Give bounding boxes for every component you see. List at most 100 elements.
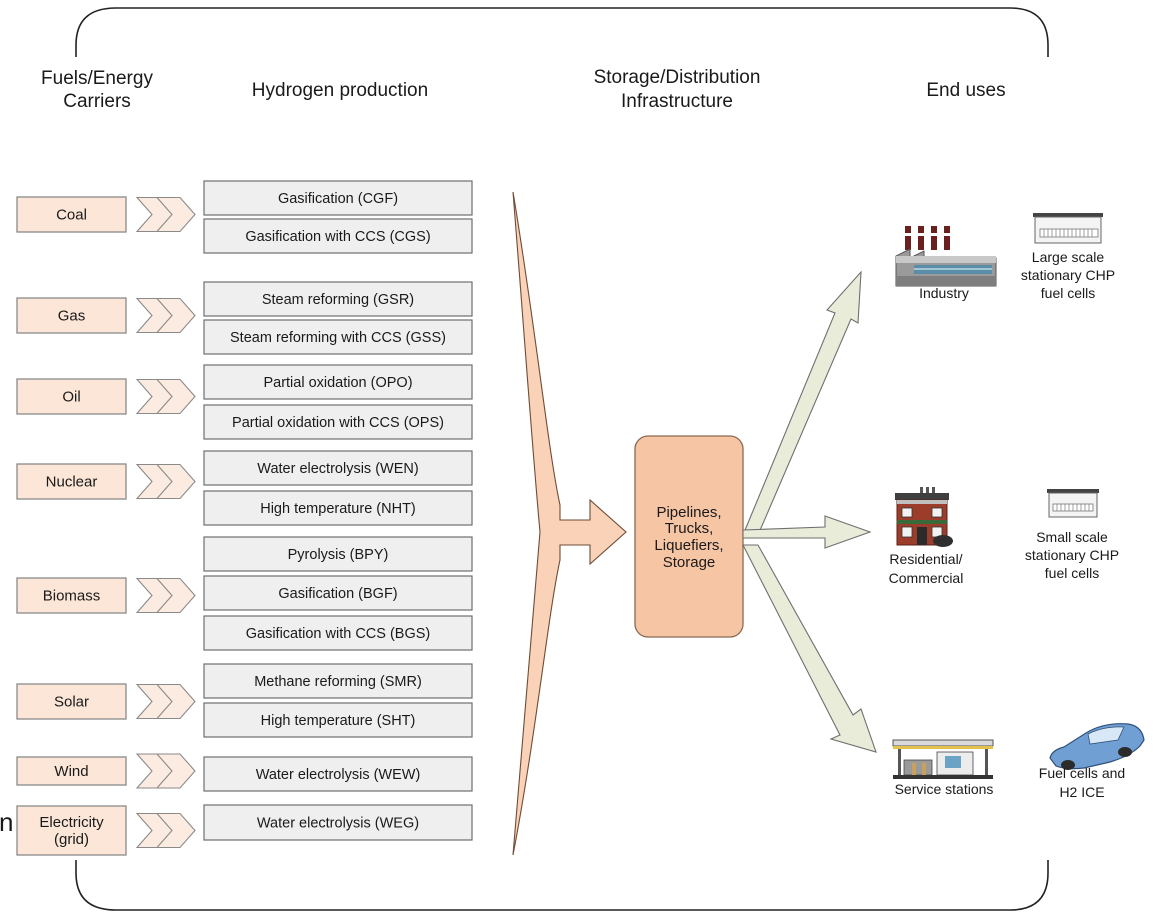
converging-funnel-arrow	[512, 191, 627, 856]
process-label: Water electrolysis (WEW)	[256, 767, 421, 783]
service-stations-label: Service stations	[895, 781, 994, 797]
storage-line-2: Trucks,	[665, 520, 714, 537]
fuel-box	[16, 378, 127, 415]
header-end-uses: End uses	[926, 80, 1005, 101]
process-label: Gasification with CCS (CGS)	[245, 229, 430, 245]
fuel-box	[16, 463, 127, 500]
double-chevron-arrow-icon	[135, 196, 196, 233]
double-chevron-arrow-icon	[135, 753, 196, 789]
fuel-cells-ice-line-1: Fuel cells and	[1039, 765, 1125, 781]
process-box	[203, 804, 473, 841]
double-chevron-arrow-icon	[135, 463, 196, 500]
small-scale-line-2: stationary CHP	[1025, 547, 1119, 563]
residential-line-2: Commercial	[889, 570, 964, 586]
small-scale-line-3: fuel cells	[1045, 565, 1099, 581]
residential-line-1: Residential/	[889, 551, 962, 567]
small-scale-line-1: Small scale	[1036, 529, 1108, 545]
process-label: High temperature (NHT)	[260, 501, 416, 517]
house-icon	[895, 487, 953, 547]
process-box	[203, 702, 473, 738]
header-fuels: Fuels/Energy Carriers	[41, 68, 153, 112]
process-box	[203, 281, 473, 317]
fuel-cell-unit-icon	[1047, 489, 1099, 518]
industry-label: Industry	[919, 285, 969, 301]
process-box	[203, 615, 473, 651]
header-storage-line-1: Storage/Distribution	[594, 67, 761, 88]
fuel-box	[16, 297, 127, 334]
double-chevron-arrow-icon	[135, 683, 196, 720]
header-fuels-line-1: Fuels/Energy	[41, 68, 153, 89]
storage-text: Pipelines, Trucks, Liquefiers, Storage	[654, 504, 723, 571]
edge-artifact-text: n	[0, 807, 13, 837]
process-label: Steam reforming (GSR)	[262, 292, 414, 308]
fuel-label: Coal	[56, 207, 87, 224]
fuel-cell-unit-icon	[1033, 213, 1103, 244]
large-scale-line-3: fuel cells	[1041, 285, 1095, 301]
header-production: Hydrogen production	[252, 80, 428, 101]
process-label: Gasification with CCS (BGS)	[246, 626, 431, 642]
factory-icon	[895, 226, 997, 287]
process-box	[203, 180, 473, 216]
small-scale-label: Small scale stationary CHP fuel cells	[1025, 529, 1119, 581]
fuel-row: Electricity(grid) Water electrolysis (WEG…	[16, 804, 473, 856]
process-label: Water electrolysis (WEG)	[257, 816, 419, 832]
fuel-row: Solar Methane reforming (SMR) High tempera…	[16, 663, 473, 738]
large-scale-line-2: stationary CHP	[1021, 267, 1115, 283]
process-box	[203, 319, 473, 355]
process-box	[203, 536, 473, 572]
fuel-label: Solar	[54, 694, 89, 711]
process-label: Partial oxidation with CCS (OPS)	[232, 415, 444, 431]
distribution-arrows	[742, 270, 877, 753]
double-chevron-arrow-icon	[135, 378, 196, 415]
frame	[75, 7, 1049, 911]
header-fuels-line-2: Carriers	[63, 91, 131, 112]
storage-line-1: Pipelines,	[656, 504, 721, 521]
process-label: Partial oxidation (OPO)	[263, 375, 412, 391]
fuel-label: Wind	[54, 763, 88, 780]
fuel-label: Nuclear	[46, 474, 98, 491]
large-scale-line-1: Large scale	[1032, 249, 1105, 265]
gas-station-icon	[892, 739, 994, 779]
fuel-row: Wind Water electrolysis (WEW)	[16, 753, 473, 792]
process-box	[203, 404, 473, 440]
process-box	[203, 218, 473, 254]
residential-label: Residential/ Commercial	[889, 551, 964, 586]
car-icon	[1049, 723, 1145, 770]
arrow-to-residential	[742, 515, 872, 549]
large-scale-label: Large scale stationary CHP fuel cells	[1021, 249, 1115, 301]
fuel-box	[16, 805, 127, 856]
fuel-label: Oil	[62, 389, 80, 406]
process-box	[203, 575, 473, 611]
process-label: Pyrolysis (BPY)	[288, 547, 389, 563]
double-chevron-arrow-icon	[135, 812, 196, 849]
process-box	[203, 663, 473, 699]
fuel-label: Gas	[58, 308, 86, 325]
fuel-box	[16, 577, 127, 614]
process-box	[203, 756, 473, 792]
process-box	[203, 490, 473, 526]
fuel-row: Coal Gasification (CGF) Gasification with …	[16, 180, 473, 254]
double-chevron-arrow-icon	[135, 577, 196, 614]
process-label: Steam reforming with CCS (GSS)	[230, 330, 446, 346]
storage-line-4: Storage	[663, 554, 716, 571]
process-label: Water electrolysis (WEN)	[257, 461, 418, 477]
header-storage: Storage/Distribution Infrastructure	[594, 67, 761, 112]
arrow-to-industry	[742, 270, 862, 536]
process-label: High temperature (SHT)	[261, 713, 416, 729]
process-label: Methane reforming (SMR)	[254, 674, 422, 690]
fuel-box	[16, 196, 127, 233]
fuel-rows: Coal Gasification (CGF) Gasification with …	[16, 180, 473, 856]
fuel-box	[16, 683, 127, 720]
fuel-box	[16, 756, 127, 786]
double-chevron-arrow-icon	[135, 297, 196, 334]
storage-line-3: Liquefiers,	[654, 537, 723, 554]
process-label: Gasification (CGF)	[278, 191, 398, 207]
fuel-row: Gas Steam reforming (GSR) Steam reforming …	[16, 281, 473, 355]
process-box	[203, 364, 473, 400]
fuel-label: Electricity	[39, 814, 104, 831]
fuel-label: (grid)	[54, 831, 89, 848]
fuel-row: Oil Partial oxidation (OPO) Partial oxidat…	[16, 364, 473, 440]
fuel-cells-ice-label: Fuel cells and H2 ICE	[1039, 765, 1125, 800]
